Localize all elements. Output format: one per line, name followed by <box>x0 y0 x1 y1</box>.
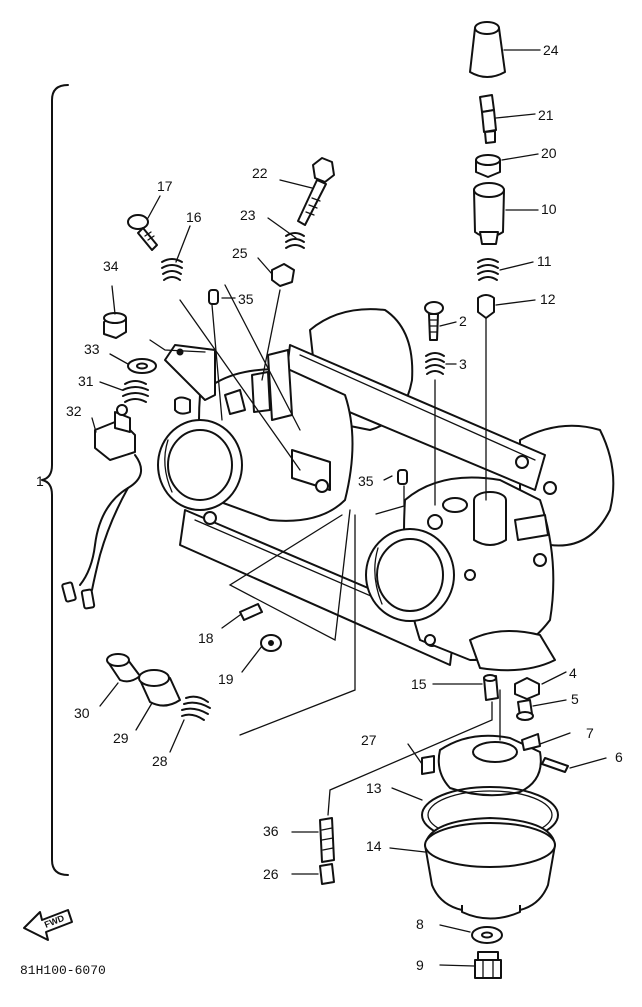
label-29: 29 <box>113 730 129 746</box>
label-36: 36 <box>263 823 279 839</box>
part-17-screw <box>127 214 158 251</box>
label-24: 24 <box>543 42 559 58</box>
label-31: 31 <box>78 373 94 389</box>
part-30-sleeve <box>106 653 141 683</box>
part-6-pin <box>541 757 569 773</box>
part-29-sleeve <box>138 669 181 707</box>
leader-lines <box>91 49 607 967</box>
part-25-nut <box>271 263 295 287</box>
label-14: 14 <box>366 838 382 854</box>
label-16: 16 <box>186 209 202 225</box>
forward-arrow: FWD <box>23 909 73 941</box>
part-14-bowl <box>424 817 556 920</box>
part-24-cap <box>469 21 506 78</box>
label-25: 25 <box>232 245 248 261</box>
part-23-spring <box>285 232 305 249</box>
label-26: 26 <box>263 866 279 882</box>
label-18: 18 <box>198 630 214 646</box>
label-30: 30 <box>74 705 90 721</box>
label-22: 22 <box>252 165 268 181</box>
label-21: 21 <box>538 107 554 123</box>
part-21-fitting <box>479 94 497 144</box>
label-4: 4 <box>569 665 577 681</box>
part-35-plug-lower <box>397 469 408 485</box>
label-3: 3 <box>459 356 467 372</box>
label-28: 28 <box>152 753 168 769</box>
part-9-plug <box>474 951 502 979</box>
part-8-washer <box>471 926 503 944</box>
label-17: 17 <box>157 178 173 194</box>
part-12-needle <box>477 294 495 501</box>
label-11: 11 <box>537 253 552 269</box>
label-23: 23 <box>240 207 256 223</box>
label-15: 15 <box>411 676 427 692</box>
part-15-jet <box>483 674 499 701</box>
label-5: 5 <box>571 691 579 707</box>
left-intake-bore <box>157 419 243 511</box>
part-float <box>437 733 542 797</box>
part-26-jet <box>319 863 335 885</box>
part-5-screw <box>516 699 534 721</box>
part-labels: 24 21 20 10 11 12 2 3 22 23 25 35 17 16 … <box>66 42 623 973</box>
label-35-upper: 35 <box>238 291 254 307</box>
label-12: 12 <box>540 291 556 307</box>
part-2-screw <box>424 301 444 341</box>
part-22-screw <box>297 157 335 226</box>
part-28-spring <box>181 695 211 721</box>
part-3-spring <box>425 352 445 375</box>
label-10: 10 <box>541 201 557 217</box>
label-7: 7 <box>586 725 594 741</box>
part-19-plug <box>260 634 282 652</box>
part-18-pin <box>239 603 263 621</box>
label-20: 20 <box>541 145 557 161</box>
part-10-cylinder <box>473 182 505 245</box>
assembly-label: 1 <box>36 473 44 489</box>
part-20-nut <box>475 154 501 178</box>
label-13: 13 <box>366 780 382 796</box>
label-8: 8 <box>416 916 424 932</box>
assembly-bracket: 1 <box>36 84 69 876</box>
label-35-lower: 35 <box>358 473 374 489</box>
part-4-washer <box>514 677 540 700</box>
label-9: 9 <box>416 957 424 973</box>
label-32: 32 <box>66 403 82 419</box>
label-34: 34 <box>103 258 119 274</box>
carburetor-body <box>157 308 615 672</box>
part-34-cap <box>103 312 127 339</box>
label-19: 19 <box>218 671 234 687</box>
part-31-spring <box>122 380 149 403</box>
drawing-code: 81H100-6070 <box>20 963 106 978</box>
label-27: 27 <box>361 732 377 748</box>
part-36-tube <box>319 817 335 863</box>
part-11-spring <box>477 258 499 281</box>
part-27-screw <box>421 755 435 775</box>
part-35-plug-upper <box>208 289 219 305</box>
part-33-washer <box>127 358 157 374</box>
part-16-spring <box>161 258 183 281</box>
label-6: 6 <box>615 749 623 765</box>
label-33: 33 <box>84 341 100 357</box>
harness-connector <box>61 404 143 610</box>
label-2: 2 <box>459 313 467 329</box>
right-intake-bore <box>365 528 455 622</box>
